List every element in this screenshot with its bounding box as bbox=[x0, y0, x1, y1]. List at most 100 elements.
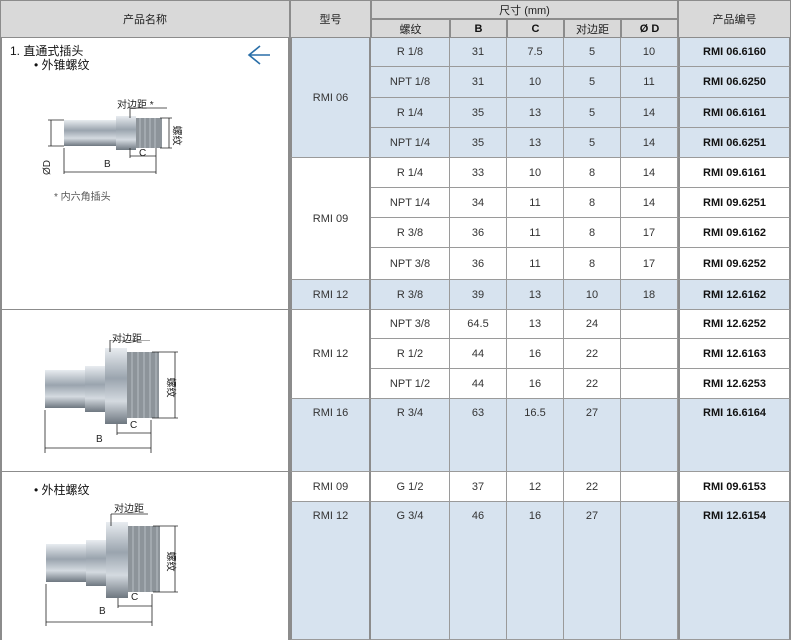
header-product-name: 产品名称 bbox=[0, 0, 290, 38]
c-value-cell: 10 bbox=[507, 158, 564, 188]
hex-value-cell: 22 bbox=[564, 472, 621, 502]
c-value-cell: 10 bbox=[507, 67, 564, 98]
hex-value-cell: 27 bbox=[564, 399, 621, 472]
header-thread: 螺纹 bbox=[371, 19, 450, 38]
product-number-cell: RMI 09.6153 bbox=[678, 472, 791, 502]
header-dimensions: 尺寸 (mm) bbox=[371, 0, 678, 19]
b-value-cell: 39 bbox=[450, 280, 507, 310]
hex-value-cell: 22 bbox=[564, 369, 621, 399]
c-value-cell: 16 bbox=[507, 339, 564, 369]
b-label: B bbox=[104, 159, 111, 170]
hex-value-cell: 24 bbox=[564, 310, 621, 339]
c-value-cell: 11 bbox=[507, 248, 564, 280]
section-title: 1. 直通式插头 bbox=[10, 44, 84, 58]
hex-value-cell: 5 bbox=[564, 67, 621, 98]
thread-value-cell: NPT 1/2 bbox=[371, 369, 450, 399]
d-value-cell bbox=[621, 472, 678, 502]
d-value-cell: 17 bbox=[621, 218, 678, 248]
thread-value-cell: G 1/2 bbox=[371, 472, 450, 502]
model-cell: RMI 12 bbox=[290, 310, 371, 399]
plug-diagram-large bbox=[44, 340, 178, 453]
product-number-cell: RMI 12.6163 bbox=[678, 339, 791, 369]
d-value-cell bbox=[621, 339, 678, 369]
hex-value-cell: 5 bbox=[564, 128, 621, 158]
product-number-cell: RMI 06.6161 bbox=[678, 98, 791, 128]
hex-label: 对边距 bbox=[114, 504, 144, 515]
thread-value-cell: R 1/2 bbox=[371, 339, 450, 369]
b-value-cell: 64.5 bbox=[450, 310, 507, 339]
product-number-cell: RMI 09.6161 bbox=[678, 158, 791, 188]
hex-value-cell: 8 bbox=[564, 218, 621, 248]
b-value-cell: 44 bbox=[450, 369, 507, 399]
thread-value-cell: NPT 3/8 bbox=[371, 248, 450, 280]
thread-value-cell: NPT 3/8 bbox=[371, 310, 450, 339]
hex-label: 对边距 * bbox=[117, 100, 154, 111]
d-value-cell: 14 bbox=[621, 158, 678, 188]
thread-value-cell: R 3/4 bbox=[371, 399, 450, 472]
product-number-cell: RMI 12.6154 bbox=[678, 502, 791, 640]
d-value-cell: 17 bbox=[621, 248, 678, 280]
header-hex: 对边距 bbox=[564, 19, 621, 38]
product-number-cell: RMI 06.6160 bbox=[678, 38, 791, 67]
d-value-cell bbox=[621, 369, 678, 399]
thread-label: 螺纹 bbox=[164, 377, 176, 398]
b-value-cell: 36 bbox=[450, 248, 507, 280]
product-number-cell: RMI 12.6253 bbox=[678, 369, 791, 399]
hex-value-cell: 5 bbox=[564, 98, 621, 128]
c-value-cell: 11 bbox=[507, 218, 564, 248]
hex-value-cell: 8 bbox=[564, 188, 621, 218]
thread-label: 螺纹 bbox=[170, 125, 182, 146]
c-value-cell: 16 bbox=[507, 502, 564, 640]
product-number-cell: RMI 12.6162 bbox=[678, 280, 791, 310]
b-value-cell: 35 bbox=[450, 128, 507, 158]
b-value-cell: 31 bbox=[450, 38, 507, 67]
thread-value-cell: R 1/4 bbox=[371, 98, 450, 128]
hex-value-cell: 27 bbox=[564, 502, 621, 640]
plug-diagram-parallel bbox=[45, 513, 178, 626]
section-parallel-thread: • 外柱螺纹 对边距 螺纹 C B bbox=[0, 472, 290, 640]
b-value-cell: 35 bbox=[450, 98, 507, 128]
back-arrow-icon[interactable] bbox=[246, 44, 272, 66]
section-subtitle: • 外柱螺纹 bbox=[34, 483, 90, 497]
b-value-cell: 36 bbox=[450, 218, 507, 248]
product-number-cell: RMI 09.6252 bbox=[678, 248, 791, 280]
b-value-cell: 44 bbox=[450, 339, 507, 369]
d-value-cell bbox=[621, 310, 678, 339]
model-cell: RMI 09 bbox=[290, 158, 371, 280]
b-value-cell: 31 bbox=[450, 67, 507, 98]
hex-value-cell: 8 bbox=[564, 158, 621, 188]
c-value-cell: 13 bbox=[507, 310, 564, 339]
header-diameter: Ø D bbox=[621, 19, 678, 38]
product-number-cell: RMI 06.6251 bbox=[678, 128, 791, 158]
header-b: B bbox=[450, 19, 507, 38]
section-subtitle: • 外锥螺纹 bbox=[34, 58, 90, 72]
c-value-cell: 13 bbox=[507, 98, 564, 128]
c-label: C bbox=[130, 420, 138, 431]
plug-diagram-small bbox=[48, 107, 172, 174]
d-value-cell bbox=[621, 399, 678, 472]
product-number-cell: RMI 06.6250 bbox=[678, 67, 791, 98]
b-value-cell: 37 bbox=[450, 472, 507, 502]
product-number-cell: RMI 09.6162 bbox=[678, 218, 791, 248]
b-value-cell: 46 bbox=[450, 502, 507, 640]
footnote: * 内六角插头 bbox=[54, 192, 111, 203]
c-value-cell: 11 bbox=[507, 188, 564, 218]
thread-label: 螺纹 bbox=[164, 551, 176, 572]
thread-value-cell: G 3/4 bbox=[371, 502, 450, 640]
d-value-cell: 14 bbox=[621, 188, 678, 218]
thread-value-cell: NPT 1/4 bbox=[371, 128, 450, 158]
b-label: B bbox=[96, 434, 103, 445]
hex-value-cell: 10 bbox=[564, 280, 621, 310]
product-number-cell: RMI 12.6252 bbox=[678, 310, 791, 339]
model-cell: RMI 06 bbox=[290, 38, 371, 158]
thread-value-cell: R 1/8 bbox=[371, 38, 450, 67]
b-value-cell: 63 bbox=[450, 399, 507, 472]
diameter-label: ØD bbox=[42, 160, 53, 175]
product-number-cell: RMI 16.6164 bbox=[678, 399, 791, 472]
c-value-cell: 16.5 bbox=[507, 399, 564, 472]
thread-value-cell: R 3/8 bbox=[371, 280, 450, 310]
b-value-cell: 34 bbox=[450, 188, 507, 218]
b-label: B bbox=[99, 606, 106, 617]
thread-value-cell: R 1/4 bbox=[371, 158, 450, 188]
